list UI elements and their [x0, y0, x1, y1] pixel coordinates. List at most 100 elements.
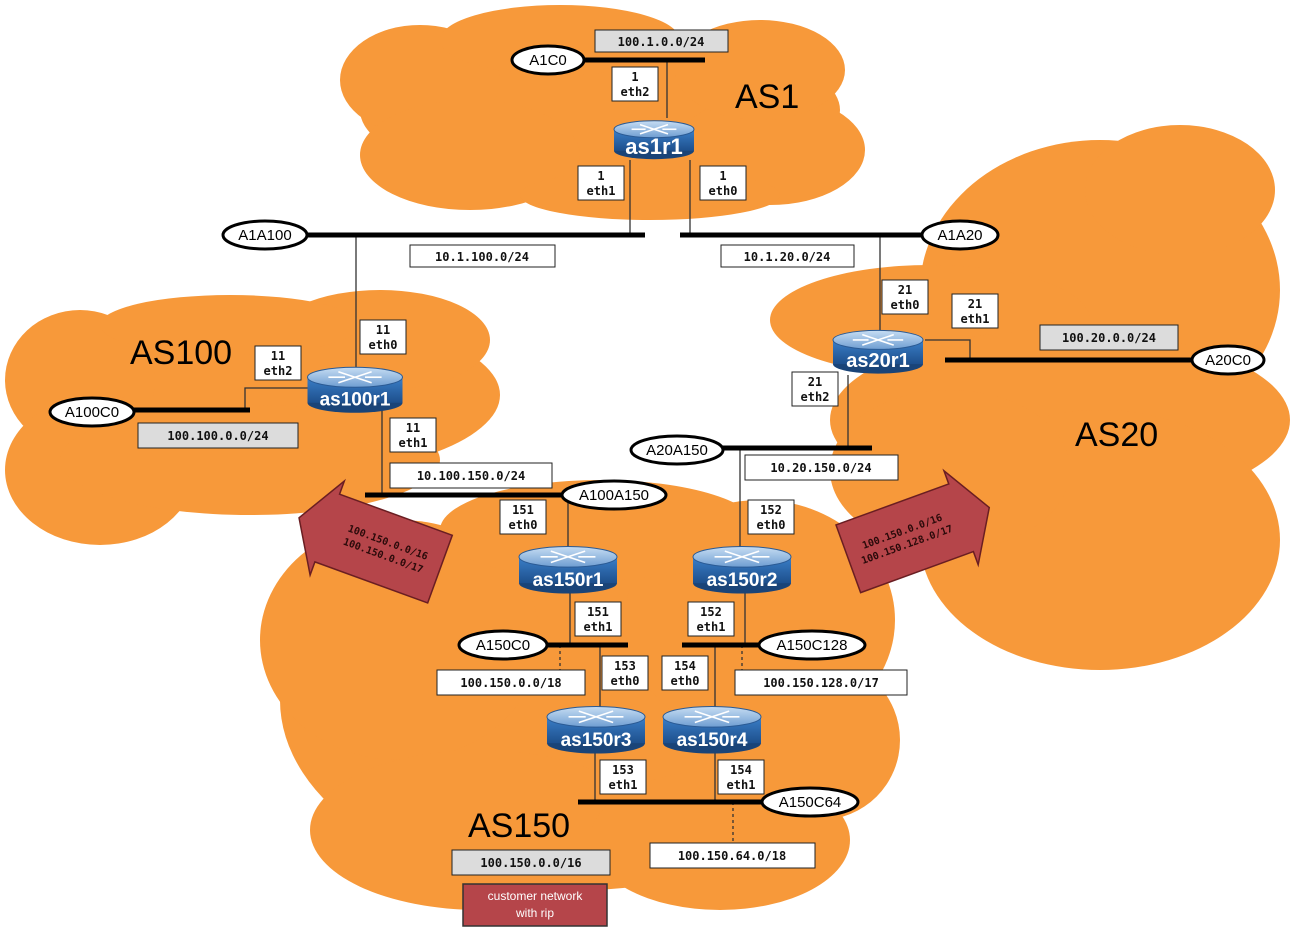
router-label: as150r3 [561, 730, 632, 751]
interface-name: eth2 [621, 85, 650, 99]
customer-note-line2: with rip [515, 906, 554, 920]
interface-number: 11 [376, 323, 390, 337]
interface-number: 21 [898, 283, 912, 297]
subnet-label-as20-as150: 10.20.150.0/24 [744, 454, 899, 481]
interface-name: eth1 [727, 778, 756, 792]
as20-label: AS20 [1075, 416, 1158, 454]
collision-domain-label: A100A150 [579, 487, 649, 504]
router-as150r2: as150r2 [692, 545, 792, 594]
router-label: as150r4 [677, 730, 748, 751]
collision-domain-a150c64: A150C64 [760, 786, 860, 818]
as20-cloud [770, 125, 1290, 670]
interface-number: 11 [271, 349, 285, 363]
interface-name: eth0 [671, 674, 700, 688]
interface-name: eth0 [709, 184, 738, 198]
router-as1r1: as1r1 [613, 120, 695, 160]
interface-number: 154 [730, 763, 752, 777]
switch-lines [132, 57, 1195, 805]
subnet-label-as1-as100: 10.1.100.0/24 [409, 244, 556, 268]
subnet-label-as100-lan: 100.100.0.0/24 [137, 422, 299, 449]
router-arrows-icon [328, 370, 382, 384]
collision-domain-a100c0: A100C0 [48, 396, 136, 428]
interface-name: eth2 [801, 390, 830, 404]
interface-name: eth0 [891, 298, 920, 312]
interface-name: eth2 [264, 364, 293, 378]
svg-text:100.100.0.0/24: 100.100.0.0/24 [167, 429, 268, 443]
announcement-arrow-as100: 100.150.0.0/16 100.150.0.0/17 [298, 478, 454, 604]
wires [244, 62, 971, 845]
as1-label: AS1 [735, 78, 799, 116]
svg-text:100.150.128.0/17: 100.150.128.0/17 [763, 676, 879, 690]
customer-network-note: customer network with rip [462, 883, 608, 927]
as100-cloud [5, 290, 500, 545]
collision-domain-a150c0: A150C0 [457, 629, 549, 661]
router-arrows-icon [568, 710, 624, 724]
subnet-label-as1-lan: 100.1.0.0/24 [594, 29, 729, 53]
svg-text:10.1.100.0/24: 10.1.100.0/24 [435, 250, 529, 264]
router-as150r4: as150r4 [662, 705, 762, 754]
router-as100r1: as100r1 [307, 366, 403, 413]
svg-text:100.150.0.0/16: 100.150.0.0/16 [480, 856, 581, 870]
interface-number: 1 [631, 70, 638, 84]
interface-name: eth0 [509, 518, 538, 532]
subnet-label-as150-total: 100.150.0.0/16 [451, 849, 611, 876]
router-arrows-icon [540, 550, 596, 564]
router-arrows-icon [684, 710, 740, 724]
interface-name: eth1 [697, 620, 726, 634]
interface-number: 153 [612, 763, 634, 777]
interface-name: eth1 [399, 436, 428, 450]
collision-domain-label: A1C0 [529, 52, 567, 69]
svg-text:10.1.20.0/24: 10.1.20.0/24 [744, 250, 831, 264]
collision-domain-label: A150C64 [779, 794, 842, 811]
interface-number: 1 [719, 169, 726, 183]
router-arrows-icon [852, 333, 904, 346]
customer-note-line1: customer network [488, 889, 584, 903]
interface-number: 21 [968, 297, 982, 311]
interface-name: eth0 [757, 518, 786, 532]
router-as150r1: as150r1 [518, 545, 618, 594]
subnet-label-as150-c0: 100.150.0.0/18 [436, 669, 586, 696]
interface-number: 11 [406, 421, 420, 435]
router-label: as150r2 [707, 570, 778, 591]
collision-domain-label: A1A100 [238, 227, 291, 244]
subnet-label-as20-lan: 100.20.0.0/24 [1039, 324, 1179, 351]
as1-cloud [340, 5, 865, 220]
collision-domain-label: A150C0 [476, 637, 530, 654]
router-arrows-icon [631, 123, 677, 135]
svg-text:100.20.0.0/24: 100.20.0.0/24 [1062, 331, 1156, 345]
announcement-arrow-as20: 100.150.0.0/16 100.150.128.0/17 [835, 468, 991, 594]
subnet-label-as150-c64: 100.150.64.0/18 [649, 842, 816, 869]
svg-text:100.150.64.0/18: 100.150.64.0/18 [678, 849, 786, 863]
interface-number: 151 [512, 503, 534, 517]
collision-domain-label: A1A20 [937, 227, 982, 244]
interface-number: 1 [597, 169, 604, 183]
collision-domain-a1a100: A1A100 [221, 219, 309, 251]
svg-text:10.100.150.0/24: 10.100.150.0/24 [417, 469, 525, 483]
subnet-label-as100-as150: 10.100.150.0/24 [389, 462, 553, 489]
subnet-label-as1-as20: 10.1.20.0/24 [720, 244, 855, 268]
router-arrows-icon [714, 550, 770, 564]
interface-name: eth1 [584, 620, 613, 634]
collision-domain-a1c0: A1C0 [510, 44, 586, 76]
interface-number: 152 [700, 605, 722, 619]
collision-domain-a100a150: A100A150 [560, 479, 668, 511]
router-label: as20r1 [846, 350, 909, 372]
interface-name: eth1 [587, 184, 616, 198]
collision-domain-a20a150: A20A150 [629, 434, 725, 466]
interface-number: 153 [614, 659, 636, 673]
interface-number: 151 [587, 605, 609, 619]
